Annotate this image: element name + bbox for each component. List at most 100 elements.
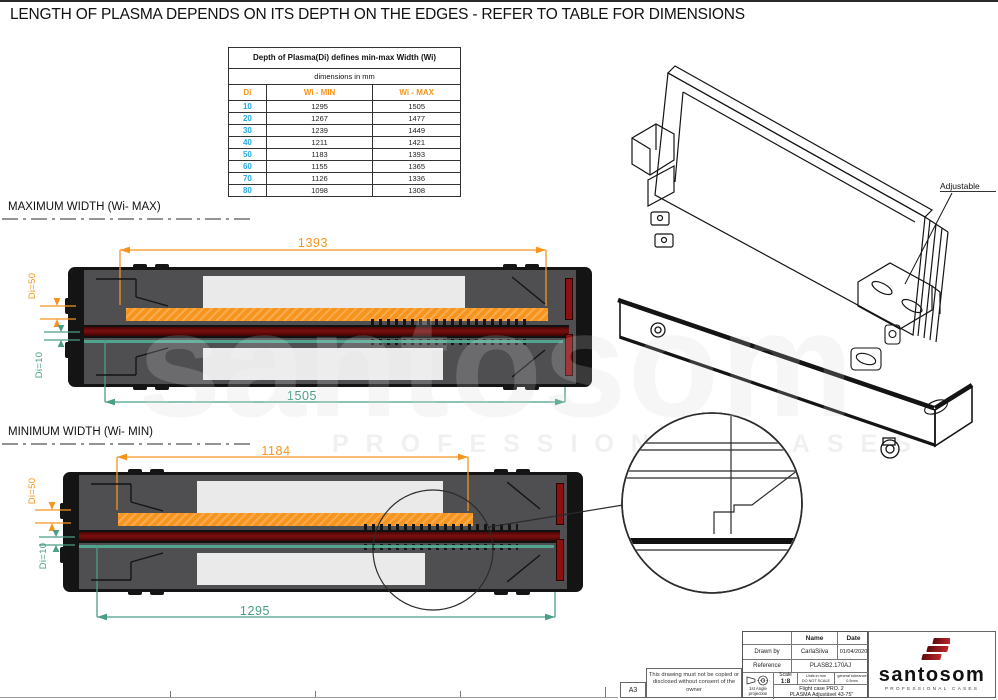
- table-title: Depth of Plasma(Di) defines min-max Widt…: [228, 47, 461, 69]
- reference-label: Reference: [743, 659, 791, 672]
- logo-wordmark: santosom: [878, 664, 986, 686]
- latch: [516, 469, 530, 475]
- latch: [503, 384, 517, 390]
- frame-tick: [170, 691, 171, 697]
- latch: [494, 589, 508, 595]
- latch: [516, 589, 530, 595]
- width-value: 1098: [265, 184, 374, 197]
- di-label-min-bottom: Di=10: [38, 542, 49, 570]
- date-value: 01/04/2020: [837, 644, 869, 659]
- case-end-cap-left: [66, 475, 79, 589]
- company-logo: santosom PROFESSIONAL CASES: [868, 631, 996, 698]
- scale-cell: Scale 1:8: [773, 671, 797, 685]
- latch: [494, 469, 508, 475]
- name-header: Name: [791, 632, 837, 644]
- section-label-max: MAXIMUM WIDTH (Wi- MAX): [8, 201, 161, 213]
- sheet-size-box: A3: [620, 682, 646, 698]
- foam-cavity-bottom: [197, 553, 425, 585]
- case-end-cap-right: [567, 475, 580, 589]
- tolerance-line2: 0.5mm: [846, 678, 858, 683]
- description-cell: Flight case PRO. 2 PLASMA Adjustável 43-…: [773, 684, 869, 699]
- width-value: 1449: [372, 124, 461, 137]
- hinge: [65, 342, 71, 358]
- di-value: 40: [228, 136, 267, 149]
- case-end-cap-right: [576, 270, 589, 384]
- plasma-panel: [654, 65, 949, 343]
- width-value: 1211: [265, 136, 374, 149]
- units-line2: DO NOT SCALE: [801, 678, 831, 683]
- latch: [128, 589, 142, 595]
- watermark-tagline: PROFESSIONAL CASES: [332, 430, 928, 458]
- di-value: 20: [228, 112, 267, 125]
- cross-section-max: [65, 264, 592, 390]
- di-label-max-bottom: Di=10: [34, 351, 45, 379]
- latch: [150, 469, 164, 475]
- width-value: 1421: [372, 136, 461, 149]
- width-value: 1155: [265, 160, 374, 173]
- santosom-logo-icon: [921, 638, 950, 660]
- units-cell: Units in mm DO NOT SCALE: [797, 672, 834, 684]
- cross-section-min: [60, 469, 583, 595]
- reference-value: PLASB2.170AJ: [791, 659, 869, 672]
- di-value: 80: [228, 184, 267, 197]
- isometric-view: [617, 65, 974, 459]
- sheet-border-bottom: [0, 697, 998, 698]
- table-subtitle: dimensions in mm: [228, 68, 461, 85]
- frame-tick: [315, 691, 316, 697]
- latch: [503, 264, 517, 270]
- di-label-min-top: Di=50: [27, 477, 38, 505]
- col-header-di: Di: [228, 84, 267, 101]
- width-value: 1295: [265, 100, 374, 113]
- latch: [155, 384, 169, 390]
- logo-tagline: PROFESSIONAL CASES: [884, 687, 980, 692]
- adjustable-leader: [904, 192, 953, 285]
- adjustable-callout: Adjustable: [940, 181, 996, 192]
- clamp-bar-top: [556, 483, 564, 525]
- foam-cavity-top: [203, 276, 465, 309]
- projection-cell: 1st Angle projection: [743, 672, 773, 699]
- drawn-by-value: CarlaSilva: [791, 644, 837, 659]
- di-value: 60: [228, 160, 267, 173]
- latch: [128, 469, 142, 475]
- width-value: 1477: [372, 112, 461, 125]
- disclaimer: This drawing must not be copied or discl…: [646, 668, 742, 698]
- di-value: 50: [228, 148, 267, 161]
- width-value: 1126: [265, 172, 374, 185]
- scale-label: Scale: [779, 671, 792, 678]
- width-value: 1183: [265, 148, 374, 161]
- case-body: [617, 297, 974, 448]
- latch: [133, 264, 147, 270]
- tolerance-line1: general tolerance: [837, 673, 867, 678]
- width-value: 1336: [372, 172, 461, 185]
- sheet-border-top: [0, 0, 998, 2]
- detail-view: [621, 412, 803, 594]
- clamp-bar-top: [565, 278, 573, 320]
- adjuster-teeth-top: [371, 319, 527, 325]
- width-value: 1308: [372, 184, 461, 197]
- case-end-cap-left: [71, 270, 84, 384]
- dim-min-inner: 1184: [261, 444, 291, 458]
- latch: [525, 384, 539, 390]
- section-label-min: MINIMUM WIDTH (Wi- MIN): [8, 426, 153, 438]
- plasma-edge-stripe: [79, 530, 560, 543]
- latch: [155, 264, 169, 270]
- dim-min-outer: 1295: [239, 604, 271, 618]
- clamp-bar-bottom: [565, 334, 573, 376]
- title-block-table: Name Date Drawn by CarlaSilva 01/04/2020…: [742, 631, 869, 699]
- min-depth-line: [81, 340, 563, 343]
- dimension-table: Depth of Plasma(Di) defines min-max Widt…: [228, 47, 461, 197]
- hinge: [60, 547, 66, 563]
- date-header: Date: [837, 632, 869, 644]
- page-title: LENGTH OF PLASMA DEPENDS ON ITS DEPTH ON…: [10, 6, 745, 23]
- projection-label: 1st Angle projection: [748, 686, 768, 696]
- clamp-bar-bottom: [556, 539, 564, 581]
- dim-max-outer: 1505: [286, 389, 318, 403]
